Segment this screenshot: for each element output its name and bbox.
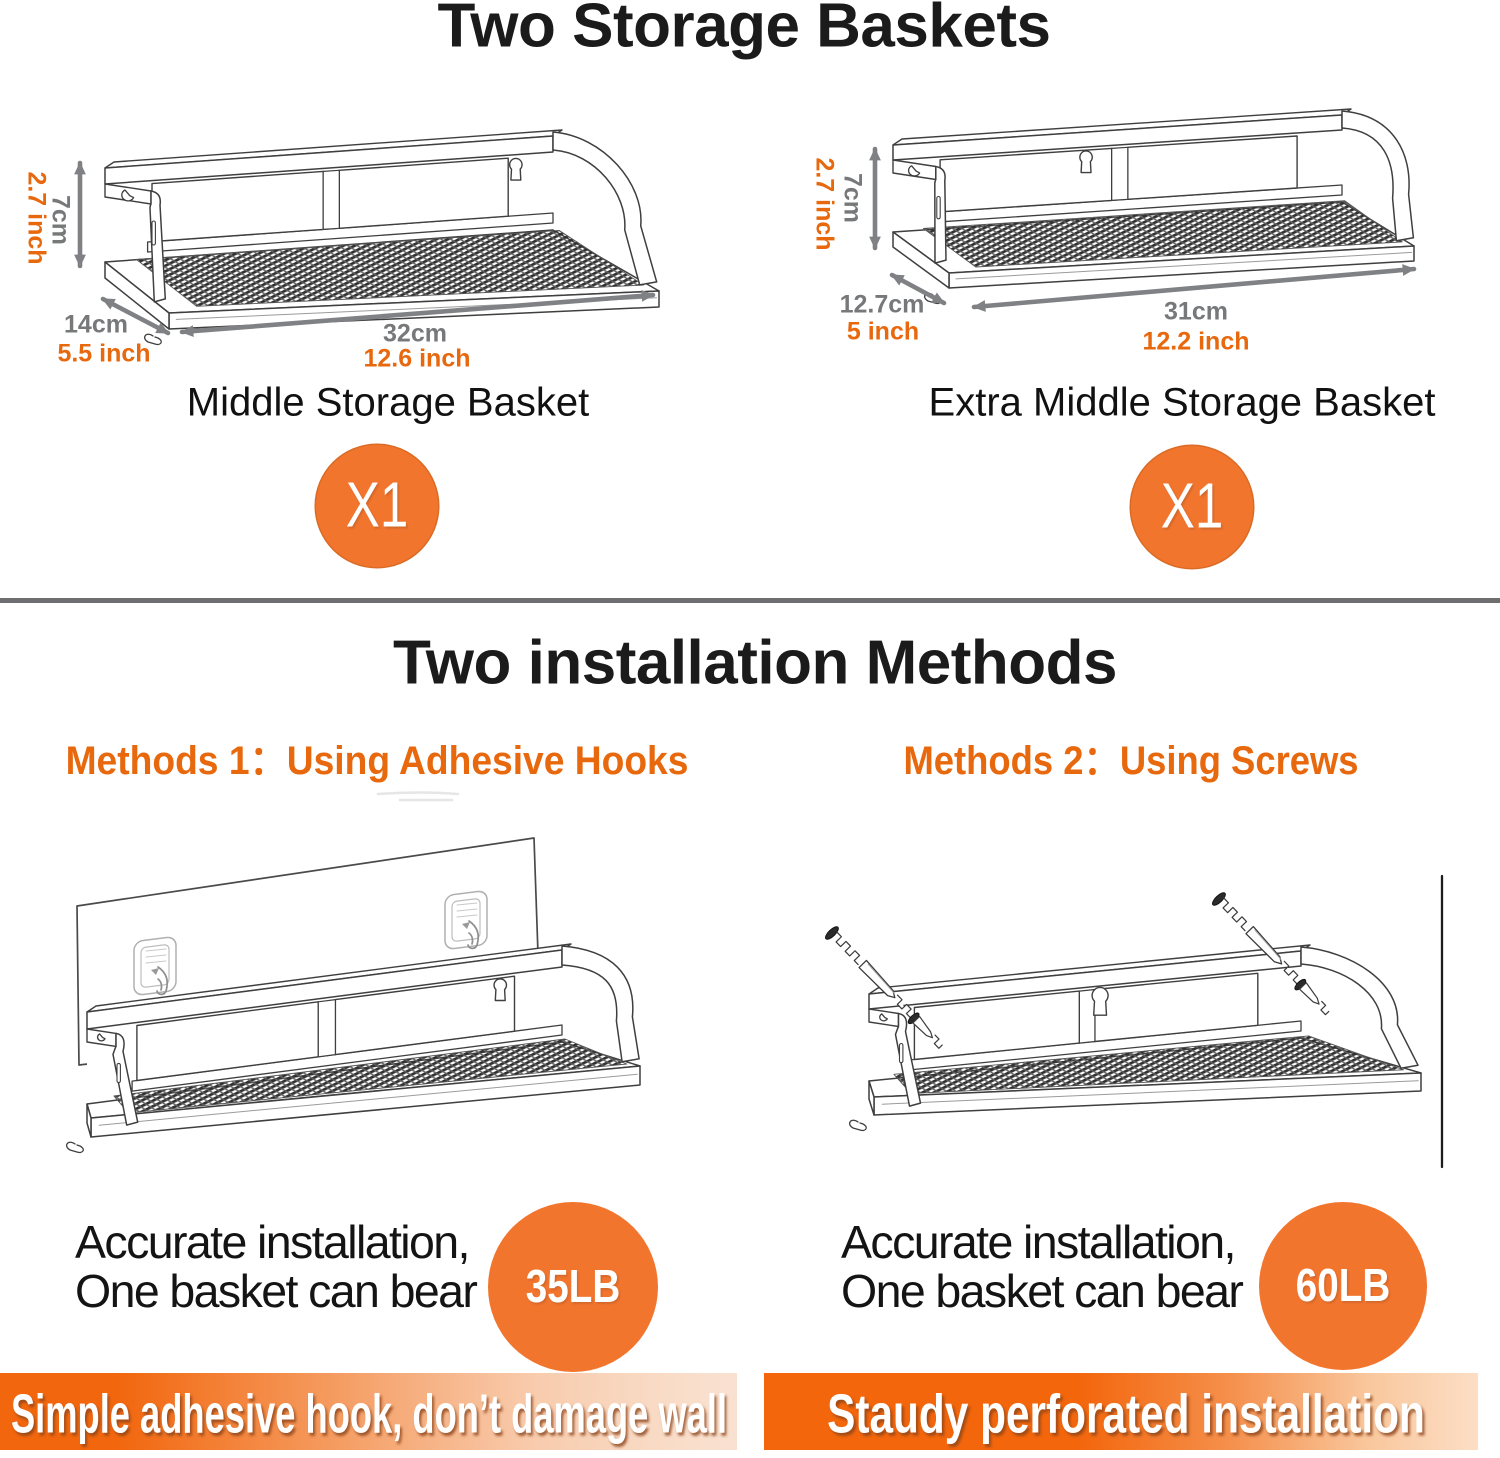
adhesive-hook-icon xyxy=(133,935,177,997)
method1-banner-text: Simple adhesive hook, don’t damage wall xyxy=(10,1381,727,1444)
basket2-depth-cm: 12.7cm xyxy=(839,290,925,319)
method1-badge-text: 35LB xyxy=(525,1259,621,1312)
method2-heading: Methods 2：Using Screws xyxy=(903,739,1359,783)
method2-illustration xyxy=(822,874,1444,1169)
depth-arrow xyxy=(100,296,171,336)
method1-capacity-text: Accurate installation, One basket can be… xyxy=(75,1216,478,1317)
section-divider xyxy=(0,598,1500,603)
basket-line-art xyxy=(104,129,660,346)
method2-badge-text: 60LB xyxy=(1295,1258,1391,1311)
basket2-dimension-arrows xyxy=(869,146,1417,312)
basket1-height-cm: 7cm xyxy=(46,194,75,246)
section-baskets-title: Two Storage Baskets xyxy=(437,0,1051,61)
basket1-label: Middle Storage Basket xyxy=(186,380,590,425)
method2-capacity-text: Accurate installation, One basket can be… xyxy=(841,1216,1244,1317)
method1-illustration xyxy=(66,791,641,1154)
method1-capacity-line1: Accurate installation, xyxy=(75,1216,470,1268)
method1-capacity-badge: 35LB xyxy=(488,1202,658,1372)
basket1-dimension-arrows xyxy=(74,160,656,337)
method2-capacity-line2: One basket can bear xyxy=(841,1264,1244,1317)
faint-smudge xyxy=(376,791,460,802)
method2-capacity-line1: Accurate installation, xyxy=(841,1216,1236,1268)
method1-capacity-line2: One basket can bear xyxy=(75,1264,478,1317)
basket-line-art xyxy=(892,108,1415,305)
basket2-width-inch: 12.2 inch xyxy=(1142,327,1250,356)
adhesive-hook-icon xyxy=(444,889,488,951)
basket2-height-cm: 7cm xyxy=(838,172,867,224)
basket1-width-inch: 12.6 inch xyxy=(363,344,471,373)
basket2-height-inch: 2.7 inch xyxy=(810,157,839,251)
width-arrow xyxy=(971,264,1417,312)
method2-banner: Staudy perforated installation xyxy=(764,1373,1478,1450)
basket2-qty-badge: X1 xyxy=(1131,446,1253,568)
method1-heading: Methods 1：Using Adhesive Hooks xyxy=(65,739,689,783)
basket2-width-cm: 31cm xyxy=(1164,297,1228,326)
basket2-depth-inch: 5 inch xyxy=(846,317,920,346)
basket2-label: Extra Middle Storage Basket xyxy=(928,380,1436,425)
width-arrow xyxy=(179,290,656,337)
depth-arrow xyxy=(889,272,947,306)
basket-extra-illustration xyxy=(869,108,1417,312)
basket-line-art xyxy=(849,944,1422,1132)
basket-middle-illustration xyxy=(74,129,660,346)
basket2-qty-text: X1 xyxy=(1160,469,1224,542)
basket1-width-cm: 32cm xyxy=(383,319,447,348)
method2-banner-text: Staudy perforated installation xyxy=(827,1381,1425,1444)
basket1-qty-text: X1 xyxy=(345,468,409,541)
section-methods-title: Two installation Methods xyxy=(393,628,1117,698)
method2-capacity-badge: 60LB xyxy=(1259,1202,1427,1370)
basket1-depth-inch: 5.5 inch xyxy=(57,339,151,368)
basket1-qty-badge: X1 xyxy=(316,445,438,567)
method1-banner: Simple adhesive hook, don’t damage wall xyxy=(0,1373,737,1450)
basket1-depth-cm: 14cm xyxy=(64,310,128,339)
basket-line-art xyxy=(66,943,641,1154)
